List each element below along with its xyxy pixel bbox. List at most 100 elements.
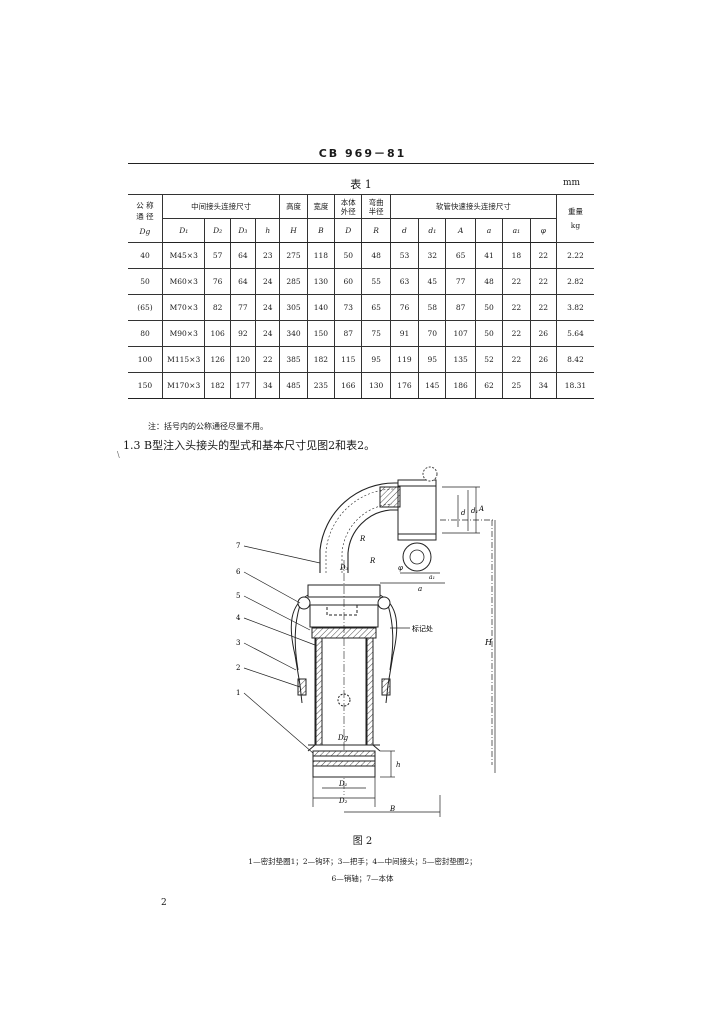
table-cell: 177	[229, 372, 257, 399]
header-bend-radius-line2: 半径	[368, 206, 384, 216]
dim-R: R	[359, 535, 366, 543]
table-cell: 26	[529, 320, 557, 347]
table-cell: 62	[474, 372, 504, 399]
table-cell: 22	[502, 268, 531, 295]
table-cell: 60	[334, 268, 363, 295]
coupling-head	[379, 479, 437, 541]
table-caption: 表 1	[350, 178, 372, 191]
symbol-cell: D₁	[161, 218, 206, 243]
header-nominal-symbol: Dg	[139, 227, 151, 236]
table-cell: 150	[128, 372, 163, 399]
header-body-od: 本体 外径	[334, 194, 363, 219]
table-cell: 22	[529, 294, 557, 321]
table-cell: 305	[279, 294, 308, 321]
dim-B: B	[389, 805, 395, 813]
header-width: 宽度	[306, 194, 336, 219]
table-cell: 87	[334, 320, 363, 347]
coupling-drawing: d d₁ A a a₁ φ R R H	[236, 466, 496, 817]
callout-7: 7	[236, 542, 240, 550]
header-nominal-line2: 通 径	[136, 212, 154, 221]
table-cell: 45	[418, 268, 447, 295]
dim-a1: a₁	[429, 574, 435, 581]
table-cell: 3.82	[555, 294, 594, 321]
table-cell: 32	[418, 242, 447, 269]
symbol-cell: d	[389, 218, 420, 243]
header-height: 高度	[279, 194, 308, 219]
table-cell: 22	[255, 346, 281, 373]
table-cell: 275	[279, 242, 308, 269]
callout-4: 4	[236, 614, 241, 622]
table-cell: 115	[334, 346, 363, 373]
table-cell: 95	[361, 346, 391, 373]
header-nominal: 公 称 通 径 Dg	[128, 194, 163, 243]
table-cell: M45×3	[161, 242, 206, 269]
dim-Dg: Dg	[337, 734, 349, 742]
table-cell: 385	[279, 346, 308, 373]
header-weight-unit: kg	[570, 220, 581, 230]
table-cell: 40	[128, 242, 163, 269]
symbol-cell: D₂	[204, 218, 231, 243]
table-cell: 126	[204, 346, 231, 373]
header-bend-radius-line1: 弯曲	[368, 197, 384, 207]
table-cell: 73	[334, 294, 363, 321]
page-number: 2	[161, 898, 167, 908]
header-bend-radius: 弯曲 半径	[361, 194, 391, 219]
table-cell: 285	[279, 268, 308, 295]
table-cell: (65)	[128, 294, 163, 321]
table-cell: 76	[204, 268, 231, 295]
dim-a: a	[418, 585, 422, 593]
symbol-cell: A	[445, 218, 476, 243]
table-cell: 186	[445, 372, 476, 399]
symbol-cell: R	[361, 218, 391, 243]
dim-h: h	[396, 761, 401, 769]
header-body-od-line2: 外径	[340, 206, 356, 216]
symbol-cell: a₁	[502, 218, 531, 243]
table-cell: 48	[474, 268, 504, 295]
lug-hole-inner	[409, 549, 425, 565]
table-cell: 22	[502, 346, 531, 373]
header-nominal-line1: 公 称	[136, 201, 154, 210]
right-dimensions	[380, 486, 495, 765]
table-cell: 52	[474, 346, 504, 373]
callout-5: 5	[236, 592, 240, 600]
dim-H: H	[484, 638, 493, 647]
table-cell: 58	[418, 294, 447, 321]
table-cell: 8.42	[555, 346, 594, 373]
bottom-dimensions	[312, 750, 441, 817]
header-weight: 重量 kg	[555, 194, 594, 243]
callout-6: 6	[236, 568, 241, 576]
table-cell: M60×3	[161, 268, 206, 295]
dim-D2: D₂	[338, 797, 348, 805]
table-cell: 50	[334, 242, 363, 269]
symbol-cell: H	[279, 218, 308, 243]
table-note: 注：括号内的公称通径尽量不用。	[148, 422, 268, 431]
dimension-table: 公 称 通 径 Dg 中间接头连接尺寸 高度 宽度 本体 外径 弯曲 半径 软管…	[128, 194, 594, 399]
table-cell: 41	[474, 242, 504, 269]
table-cell: 145	[418, 372, 447, 399]
table-cell: 22	[529, 242, 557, 269]
callout-leaders	[243, 545, 410, 754]
callout-3: 3	[236, 639, 240, 647]
table-cell: 65	[445, 242, 476, 269]
table-cell: 130	[361, 372, 391, 399]
symbol-cell: D	[334, 218, 363, 243]
table-cell: 82	[204, 294, 231, 321]
dim-d: d	[461, 509, 466, 517]
table-cell: 64	[229, 242, 257, 269]
table-cell: 2.22	[555, 242, 594, 269]
dim-R2: R	[369, 557, 376, 565]
table-cell: M90×3	[161, 320, 206, 347]
table-unit: mm	[563, 178, 581, 188]
callout-2: 2	[236, 664, 240, 672]
table-symbol-row: D₁ D₂ D₃ h H B D R d d₁ A a a₁ φ	[128, 218, 594, 243]
dim-d1: d₁	[471, 507, 478, 515]
marking-label: 标记处	[412, 624, 433, 633]
table-cell: 92	[229, 320, 257, 347]
table-cell: 64	[229, 268, 257, 295]
base-flange	[307, 744, 381, 778]
table-cell: 50	[474, 294, 504, 321]
table-cell: 135	[445, 346, 476, 373]
